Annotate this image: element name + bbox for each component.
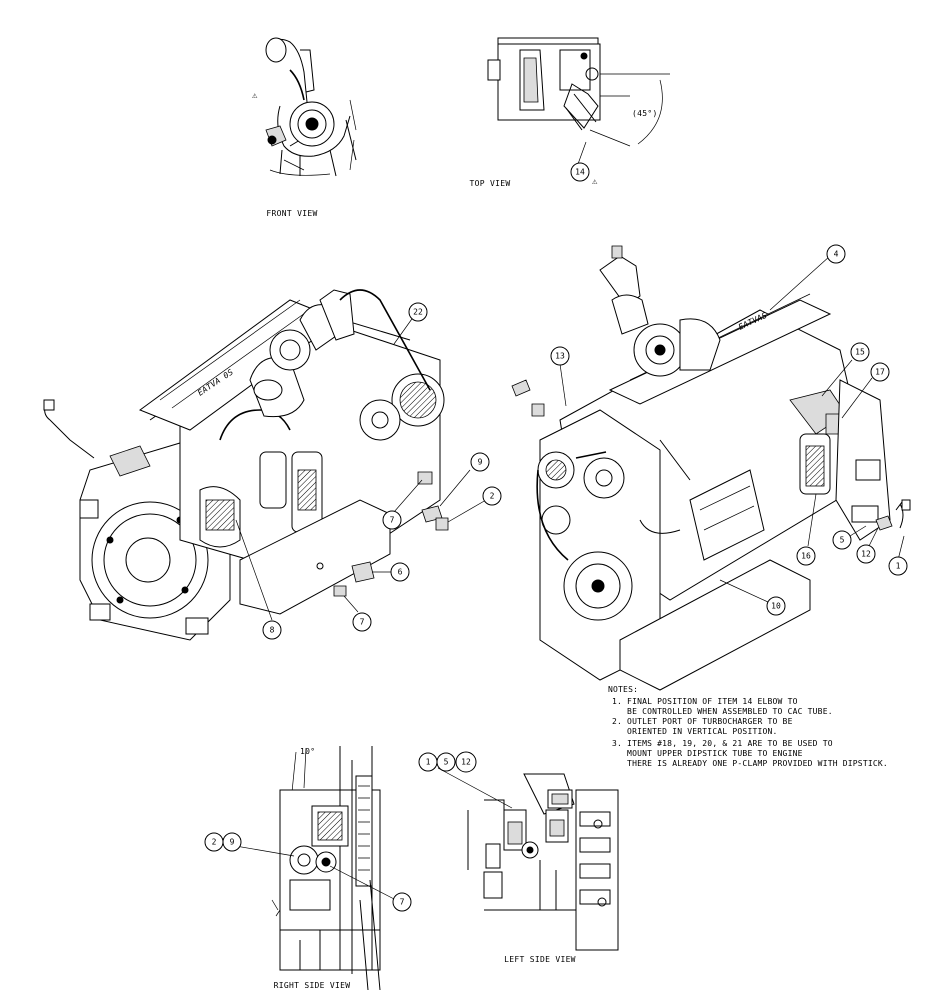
ls-callout-5 [436,752,456,772]
right-side-angle: 10° [300,747,315,756]
top-view-label: TOP VIEW [470,179,511,188]
callout-6-label: 6 [398,568,403,577]
ls-callout-1-label: 1 [426,758,431,767]
callout-4 [826,244,846,264]
callout-9-label: 9 [478,458,483,467]
rs-callout-2-label: 2 [212,838,217,847]
callout-10 [766,596,786,616]
rs-callout-7-label: 7 [400,898,405,907]
callout-7-a [382,510,402,530]
callout-8-label: 8 [270,626,275,635]
note-line-6: MOUNT UPPER DIPSTICK TUBE TO ENGINE [612,749,803,758]
callout-16-label: 16 [801,552,811,561]
warning-icon: ⚠ [252,91,258,101]
note-line-7: THERE IS ALREADY ONE P-CLAMP PROVIDED WI… [612,759,888,768]
callout-1-label: 1 [896,562,901,571]
callout-22-label: 22 [413,308,423,317]
ls-callout-12-label: 12 [461,758,471,767]
callout-1 [888,556,908,576]
right-side-view-detail: 10° 2 9 7 RIGHT SIDE VIEW [204,746,412,991]
callout-10-label: 10 [771,602,781,611]
note-line-2: BE CONTROLLED WHEN ASSEMBLED TO CAC TUBE… [612,707,833,716]
callout-16 [796,546,816,566]
left-side-view-detail: 1 5 12 LEFT SIDE VIEW [418,751,619,964]
callout-17-label: 17 [875,368,885,377]
note-line-5: 3. ITEMS #18, 19, 20, & 21 ARE TO BE USE… [612,739,833,748]
callout-7-b-label: 7 [360,618,365,627]
rs-callout-9-label: 9 [230,838,235,847]
left-side-view-label: LEFT SIDE VIEW [504,955,576,964]
note-line-3: 2. OUTLET PORT OF TURBOCHARGER TO BE [612,717,793,726]
ls-callout-12 [455,751,477,773]
callout-13 [550,346,570,366]
callout-15 [850,342,870,362]
callout-7-b [352,612,372,632]
callout-12 [856,544,876,564]
callout-2 [482,486,502,506]
callout-7-a-label: 7 [390,516,395,525]
callout-5 [832,530,852,550]
engine-iso-right: EATVAS [511,245,911,691]
rs-callout-7 [392,892,412,912]
callout-5-label: 5 [840,536,845,545]
right-side-view-label: RIGHT SIDE VIEW [274,981,351,990]
notes-block: NOTES: 1. FINAL POSITION OF ITEM 14 ELBO… [608,685,888,768]
warning-icon: ⚠ [592,177,598,187]
front-view-label: FRONT VIEW [266,209,317,218]
callout-12-label: 12 [861,550,871,559]
callout-8 [262,620,282,640]
callout-14-top-label: 14 [575,168,585,177]
callouts-right-engine: 4 13 15 17 16 5 12 1 10 [550,244,908,616]
note-line-1: 1. FINAL POSITION OF ITEM 14 ELBOW TO [612,697,798,706]
ls-callout-5-label: 5 [444,758,449,767]
callout-6 [390,562,410,582]
callout-4-label: 4 [834,250,839,259]
note-line-4: ORIENTED IN VERTICAL POSITION. [612,727,778,736]
notes-heading: NOTES: [608,685,638,694]
front-view-detail: ⚠ FRONT VIEW [252,37,357,218]
callout-13-label: 13 [555,352,565,361]
callouts-left-engine: 22 9 7 2 6 7 8 [235,302,502,640]
callout-15-label: 15 [855,348,865,357]
callout-9 [470,452,490,472]
callout-22 [408,302,428,322]
rs-callout-9 [222,832,242,852]
top-view-angle: (45°) [632,109,658,118]
callout-17 [870,362,890,382]
callout-14-top [570,162,590,182]
callout-2-label: 2 [490,492,495,501]
top-view-detail: (45°) 14 ⚠ TOP VIEW [470,37,670,188]
engine-iso-left: EATVA 0S [43,289,449,641]
